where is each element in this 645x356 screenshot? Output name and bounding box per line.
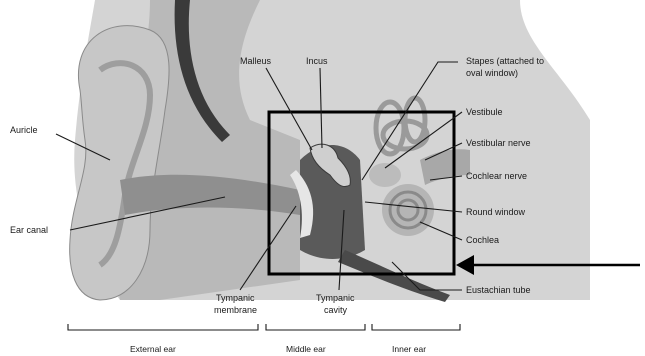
label-inner-ear: Inner ear bbox=[392, 344, 426, 354]
label-auricle: Auricle bbox=[10, 125, 38, 135]
label-tympanic-cavity-line1: Tympanic bbox=[316, 293, 355, 303]
label-cochlea: Cochlea bbox=[466, 235, 499, 245]
label-incus: Incus bbox=[306, 56, 328, 66]
vestibule-shape bbox=[369, 163, 401, 187]
label-vestibular-nerve: Vestibular nerve bbox=[466, 138, 531, 148]
section-brackets bbox=[68, 324, 460, 330]
inner-ear-bracket bbox=[372, 324, 460, 330]
label-external-ear: External ear bbox=[130, 344, 176, 354]
label-middle-ear: Middle ear bbox=[286, 344, 326, 354]
label-eustachian-tube: Eustachian tube bbox=[466, 285, 531, 295]
label-round-window: Round window bbox=[466, 207, 526, 217]
middle-ear-bracket bbox=[266, 324, 365, 330]
cochlea-shape bbox=[382, 184, 434, 236]
external-ear-bracket bbox=[68, 324, 258, 330]
label-tympanic-membrane-line2: membrane bbox=[214, 305, 257, 315]
label-cochlear-nerve: Cochlear nerve bbox=[466, 171, 527, 181]
label-stapes-line1: Stapes (attached to bbox=[466, 56, 544, 66]
label-vestibule: Vestibule bbox=[466, 107, 503, 117]
anatomy-illustration bbox=[70, 0, 590, 302]
label-tympanic-membrane-line1: Tympanic bbox=[216, 293, 255, 303]
label-stapes-line2: oval window) bbox=[466, 68, 518, 78]
label-malleus: Malleus bbox=[240, 56, 272, 66]
label-ear-canal: Ear canal bbox=[10, 225, 48, 235]
label-tympanic-cavity-line2: cavity bbox=[324, 305, 348, 315]
